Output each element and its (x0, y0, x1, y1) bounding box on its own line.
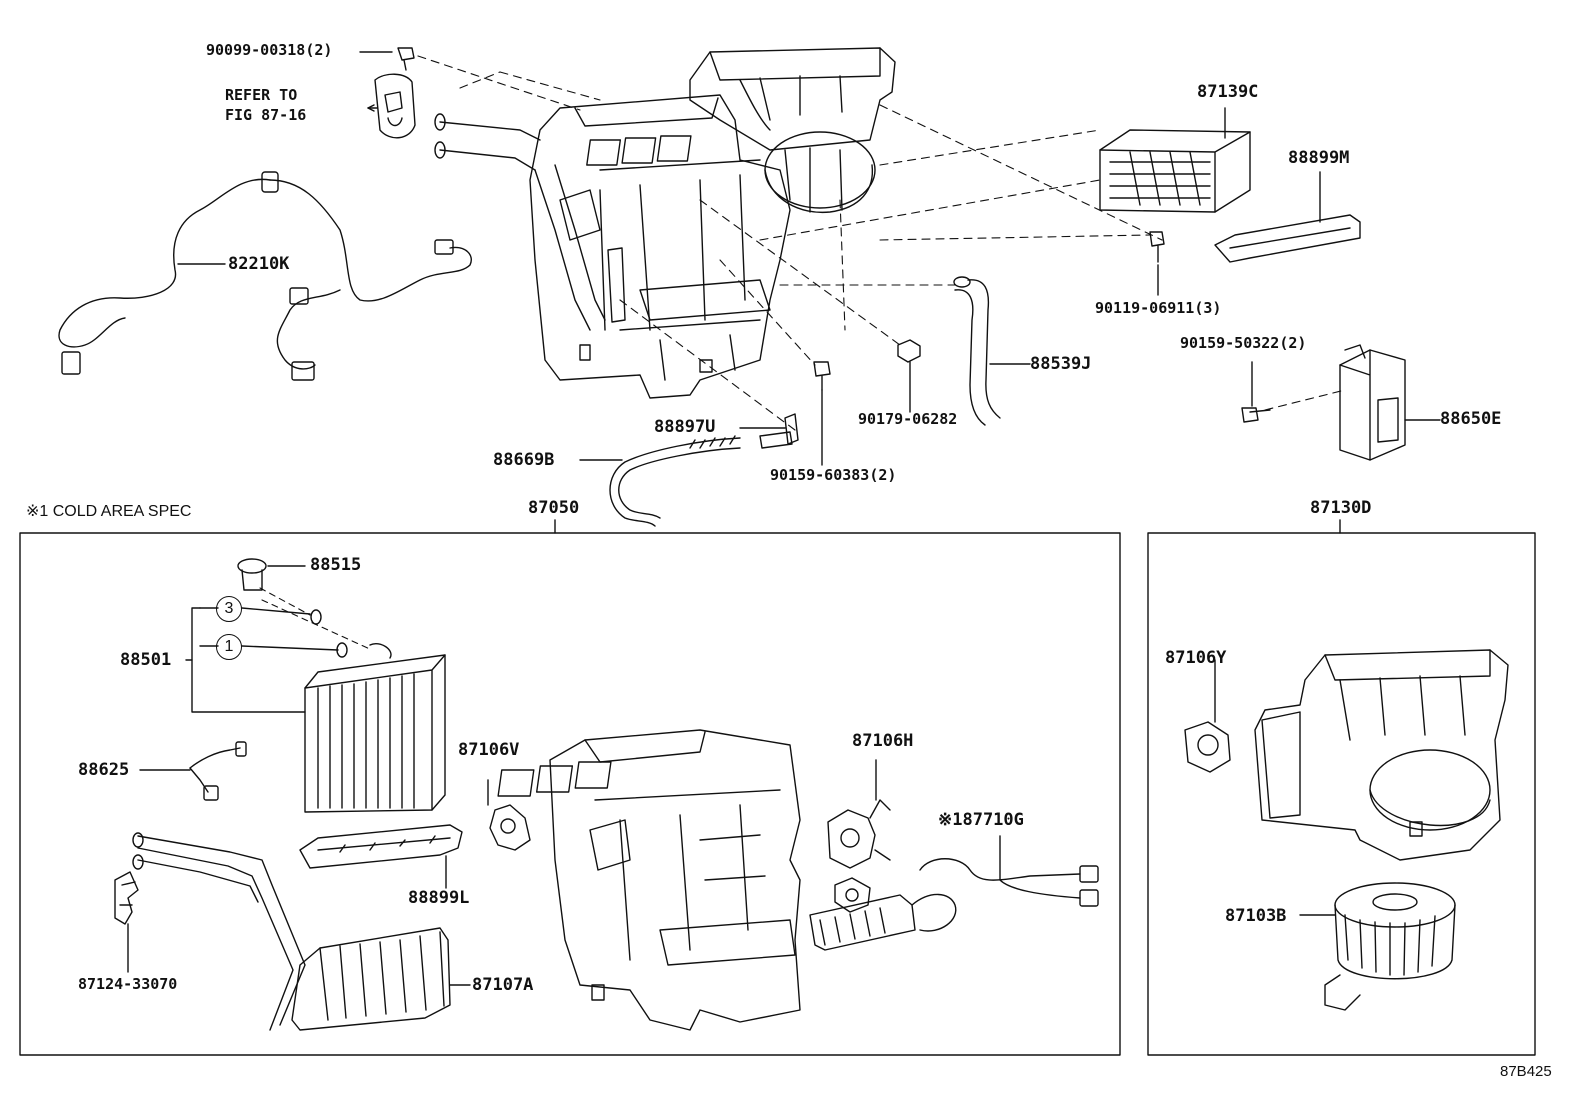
wire-harness-82210k (58, 171, 472, 381)
label-88669b: 88669B (493, 450, 555, 470)
evaporator-cover-88899l (299, 824, 463, 889)
label-87710g: ※187710G (938, 810, 1024, 830)
screw-90119 (1149, 231, 1165, 296)
label-refer-to: REFER TO (225, 86, 298, 104)
label-90179-06282: 90179-06282 (858, 410, 958, 428)
label-82210k: 82210K (228, 254, 290, 274)
heater-core-87107a (132, 832, 471, 1031)
filter-87139c (1099, 107, 1251, 213)
group-box-87050 (19, 532, 1121, 1056)
label-87103b: 87103B (1225, 906, 1287, 926)
filter-cover-88899m (1214, 171, 1361, 263)
connector-88897u (739, 413, 799, 445)
ptc-heater-87710g (809, 835, 1099, 951)
label-88650e: 88650E (1440, 409, 1502, 429)
label-87106h: 87106H (852, 731, 914, 751)
figure-code: 87B425 (1500, 1063, 1552, 1080)
screw-90159-60383 (813, 361, 831, 466)
callout-circle-3: 3 (216, 596, 242, 622)
screw-90159-50322 (1241, 361, 1271, 423)
group-label-87050: 87050 (528, 498, 580, 518)
group-box-87130d (1147, 532, 1536, 1056)
hose-88669b (579, 431, 793, 527)
expansion-valve-88515 (237, 558, 306, 591)
actuator-87106v (487, 779, 531, 851)
group-label-87130d: 87130D (1310, 498, 1372, 518)
label-87107a: 87107A (472, 975, 534, 995)
label-88899m: 88899M (1288, 148, 1350, 168)
drain-hose-88539j (953, 276, 1031, 426)
label-90099-00318: 90099-00318(2) (206, 41, 333, 59)
cold-area-note: ※1 COLD AREA SPEC (26, 503, 192, 520)
label-90159-60383: 90159-60383(2) (770, 466, 897, 484)
screw-90099 (359, 47, 415, 71)
label-88897u: 88897U (654, 417, 716, 437)
actuator-87106h (827, 759, 891, 913)
nut-90179 (897, 339, 921, 413)
label-fig-ref: FIG 87-16 (225, 106, 307, 124)
evaporator-88501 (304, 643, 446, 813)
blower-motor-87103b (1299, 882, 1456, 1011)
hvac-unit-assembly-top (434, 47, 896, 399)
sensor-88625 (139, 741, 247, 801)
label-87139c: 87139C (1197, 82, 1259, 102)
label-87106y: 87106Y (1165, 648, 1227, 668)
label-88899l: 88899L (408, 888, 470, 908)
label-87124-33070: 87124-33070 (78, 975, 178, 993)
actuator-87106y (1184, 659, 1231, 773)
label-88501: 88501 (120, 650, 172, 670)
label-88539j: 88539J (1030, 354, 1092, 374)
grommet-part (367, 73, 416, 139)
hvac-case-87050 (497, 729, 801, 1031)
label-88515: 88515 (310, 555, 362, 575)
label-90159-50322: 90159-50322(2) (1180, 334, 1307, 352)
callout-circle-1: 1 (216, 634, 242, 660)
control-module-88650e (1339, 344, 1441, 461)
blower-housing-87130d (1254, 649, 1509, 861)
label-88625: 88625 (78, 760, 130, 780)
label-87106v: 87106V (458, 740, 520, 760)
pipe-clamp-87124-33070 (114, 871, 139, 973)
label-90119-06911: 90119-06911(3) (1095, 299, 1222, 317)
